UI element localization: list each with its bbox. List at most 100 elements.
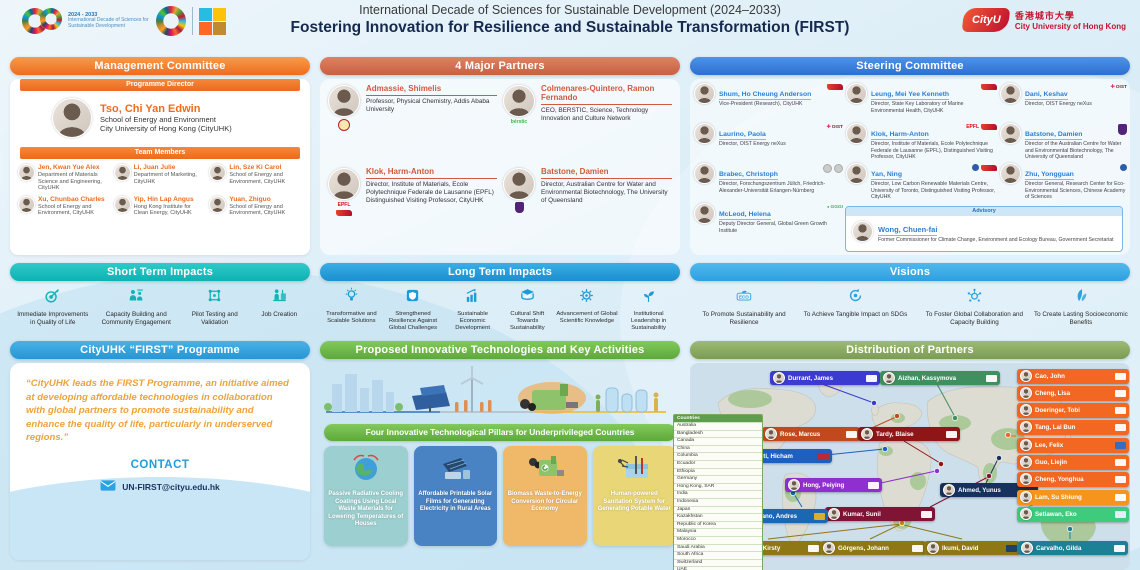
- oist-logo: OIST: [1111, 84, 1127, 90]
- country-row: UAE: [674, 566, 762, 570]
- avatar: [503, 168, 535, 200]
- org-logo: [1115, 458, 1126, 466]
- long-term-impacts-header: Long Term Impacts: [320, 263, 680, 281]
- biomass-machine-icon: [525, 452, 565, 487]
- cityuhk-logo: [981, 84, 997, 90]
- org-logo: [1114, 544, 1125, 552]
- impact-item: Immediate Improvements in Quality of Lif…: [16, 287, 90, 326]
- partner-chip: Lee, Felix: [1017, 438, 1129, 453]
- contact-email[interactable]: UN-FIRST@cityu.edu.hk: [122, 482, 220, 493]
- country-row: Saudi Arabia: [674, 543, 762, 552]
- team-members-heading: Team Members: [20, 147, 300, 159]
- pillar-card: Human-powered Sanitation System for Gene…: [592, 446, 676, 546]
- impact-item: Sustainable Economic Development: [447, 287, 499, 332]
- avatar: [943, 484, 955, 496]
- header: 2024 - 2033 International Decade of Scie…: [0, 0, 1140, 54]
- cityu-name-en: City University of Hong Kong: [1014, 22, 1126, 31]
- impact-item: Advancement of Global Scientific Knowled…: [556, 287, 618, 325]
- impact-item: Strengthened Resilience Against Global C…: [382, 287, 444, 332]
- programme-director-heading: Programme Director: [20, 79, 300, 91]
- partner-chip: Kumar, Sunil: [825, 507, 935, 521]
- advisory-name: Wong, Chuen-fai: [878, 225, 938, 237]
- rcees-cas-logo: [1120, 164, 1127, 171]
- country-row: Australia: [674, 422, 762, 430]
- org-logo: [808, 544, 819, 552]
- avatar: [1020, 370, 1032, 383]
- university-of-queensland-logo: [514, 202, 524, 213]
- avatar: [773, 372, 785, 384]
- partner-chip: Cheng, Lisa: [1017, 386, 1129, 401]
- advisory-box: Advisory Wong, Chuen-fai Former Commissi…: [845, 206, 1123, 252]
- partner-chip: Tang, Lai Bun: [1017, 420, 1129, 435]
- avatar: [1000, 123, 1021, 144]
- avatar: [1020, 421, 1032, 434]
- avatar: [1020, 439, 1032, 452]
- org-logo: [946, 430, 957, 438]
- partner-chip: Ikumi, David: [924, 541, 1020, 555]
- sprout-icon: [640, 287, 657, 309]
- avatar: [1021, 542, 1033, 554]
- org-logo: [866, 374, 877, 382]
- avatar: [18, 164, 35, 181]
- partner-chip: Carvalho, Gilda: [1018, 541, 1128, 555]
- pillar-card: Affordable Printable Solar Films for Gen…: [413, 446, 497, 546]
- avatar: [828, 508, 840, 520]
- cityuhk-logo: [981, 124, 997, 130]
- decade-logo: 2024 - 2033 International Decade of Scie…: [22, 3, 226, 36]
- epfl-logo: EPFL: [966, 124, 979, 130]
- short-term-impacts-header: Short Term Impacts: [10, 263, 310, 281]
- shield-icon: [404, 287, 421, 309]
- partner: bérstic Colmenares-Quintero, Ramon Ferna…: [503, 84, 672, 166]
- avatar: [927, 542, 939, 554]
- org-logo: [1115, 423, 1126, 431]
- svg-text:ECO: ECO: [739, 295, 749, 300]
- major-partners-header: 4 Major Partners: [320, 57, 680, 75]
- sdg-tiles-icon: [199, 7, 226, 35]
- programme-quote: “CityUHK leads the FIRST Programme, an i…: [26, 378, 289, 444]
- visions-header: Visions: [690, 263, 1130, 281]
- avatar: [846, 163, 867, 184]
- long-term-impacts-section: Long Term Impacts Transformative and Sca…: [320, 263, 680, 332]
- impact-item: Institutional Leadership in Sustainabili…: [621, 287, 677, 332]
- country-row: Republic of Korea: [674, 520, 762, 529]
- world-map: Durrant, James Aizhan, Kassymova Rose, M…: [690, 363, 1130, 570]
- global-network-icon: [966, 287, 983, 309]
- advisory-role: Former Commissioner for Climate Change, …: [878, 237, 1114, 244]
- avatar: [209, 195, 227, 213]
- vision-item: To Create Lasting Socioeconomic Benefits: [1034, 287, 1128, 326]
- divider: [192, 7, 193, 35]
- pillar-card: Biomass Waste-to-Energy Conversion for C…: [503, 446, 587, 546]
- gear-globe-icon: [578, 287, 595, 309]
- programme-director: Tso, Chi Yan Edwin School of Energy and …: [10, 91, 310, 143]
- org-logo: [868, 481, 879, 489]
- avatar: [883, 372, 895, 384]
- country-row: China: [674, 444, 762, 453]
- city-illustration: [320, 362, 680, 423]
- epfl-logo: EPFL: [337, 202, 351, 208]
- sanitation-tank-icon: [614, 452, 654, 487]
- countries-table: Countries Australia Bangladesh Canada Ch…: [673, 414, 763, 570]
- envelope-icon: [100, 478, 116, 496]
- partner-chip: Setiawan, Eko: [1017, 507, 1129, 522]
- avatar: [18, 195, 35, 213]
- first-programme-header: CityUHK “FIRST” Programme: [10, 341, 310, 359]
- job-desk-icon: [271, 287, 288, 309]
- avatar: [1020, 473, 1032, 486]
- advisory-heading: Advisory: [846, 207, 1122, 216]
- partner-chip: Görgens, Johann: [820, 541, 926, 555]
- country-row: Bangladesh: [674, 429, 762, 438]
- technologies-section: Proposed Innovative Technologies and Key…: [320, 341, 680, 546]
- avatar: [209, 164, 227, 181]
- avatar: [113, 164, 131, 181]
